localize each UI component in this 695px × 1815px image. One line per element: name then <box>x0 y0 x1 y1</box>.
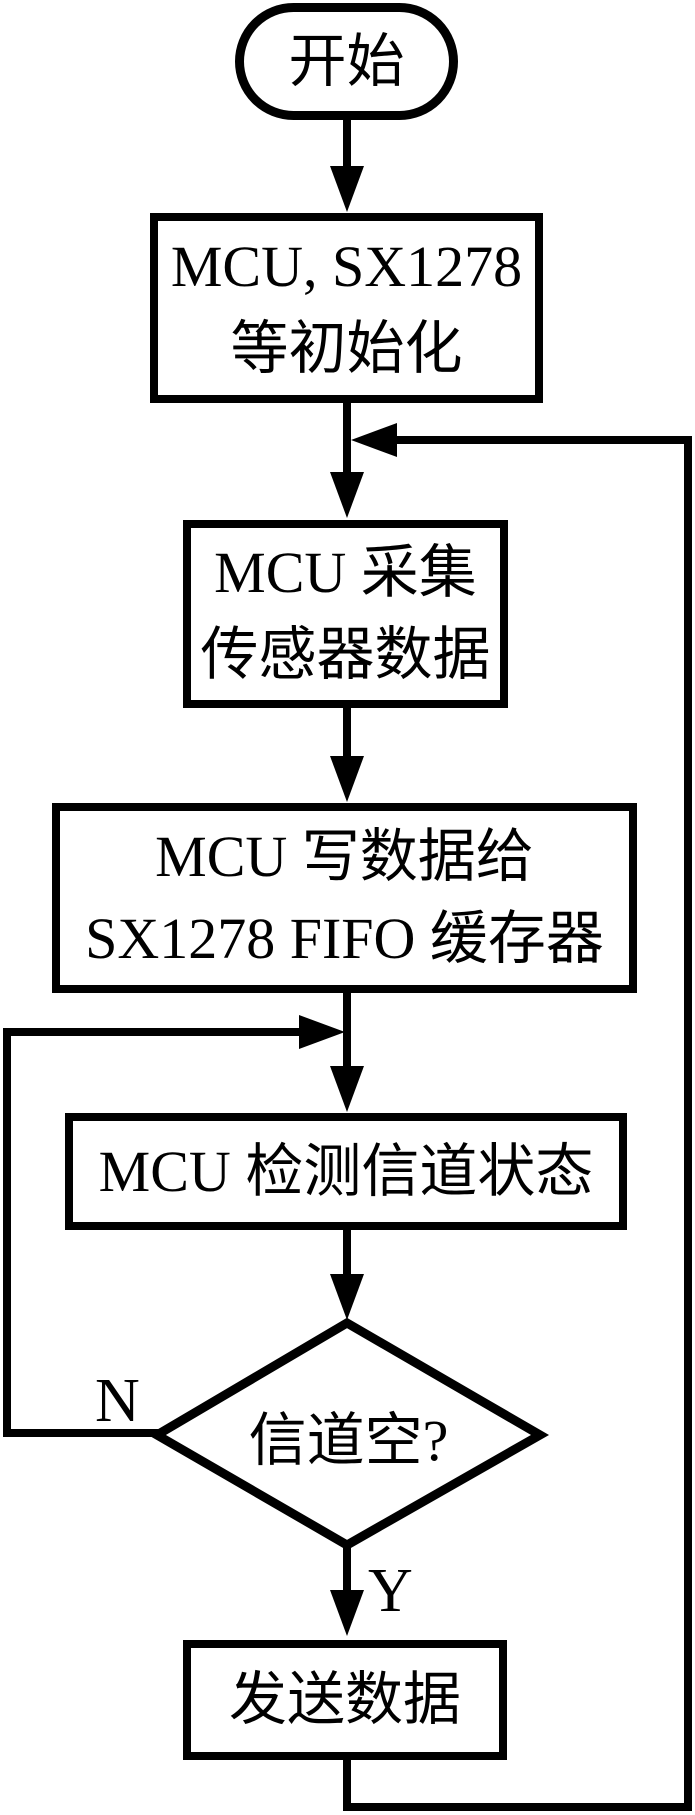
arrowhead-left-icon <box>351 423 397 457</box>
no-loop-entry-line <box>3 1028 303 1036</box>
detect-node: MCU 检测信道状态 <box>65 1113 627 1230</box>
arrowhead-down-icon <box>330 1590 364 1636</box>
detect-node-label: MCU 检测信道状态 <box>98 1138 594 1204</box>
feedback-loop-right-line <box>684 436 692 1811</box>
collect-node-line2: 传感器数据 <box>200 622 491 687</box>
send-node: 发送数据 <box>183 1640 507 1760</box>
arrowhead-down-icon <box>330 1066 364 1112</box>
no-branch-vertical-line <box>3 1028 11 1437</box>
write-node: MCU 写数据给 SX1278 FIFO 缓存器 <box>52 803 637 993</box>
decision-node-label: 信道空? <box>248 1408 449 1473</box>
init-node: MCU, SX1278 等初始化 <box>150 213 543 403</box>
connector-write-detect <box>343 993 351 1068</box>
init-node-line2: 等初始化 <box>230 316 463 381</box>
write-node-line1: MCU 写数据给 <box>155 824 534 889</box>
start-node-label: 开始 <box>288 28 405 94</box>
collect-node-label: MCU 采集 传感器数据 <box>200 532 490 696</box>
feedback-loop-bottom-line <box>343 1803 692 1811</box>
send-tail-line <box>343 1758 351 1811</box>
collect-node-line1: MCU 采集 <box>214 540 477 605</box>
collect-node: MCU 采集 传感器数据 <box>183 520 508 708</box>
init-node-label: MCU, SX1278 等初始化 <box>171 226 522 390</box>
connector-collect-write <box>343 708 351 758</box>
connector-decision-send <box>343 1545 351 1592</box>
connector-init-collect <box>343 403 351 474</box>
start-node: 开始 <box>235 3 458 120</box>
connector-detect-decision <box>343 1230 351 1276</box>
no-branch-horizontal-line <box>3 1429 159 1437</box>
send-node-label: 发送数据 <box>228 1667 461 1732</box>
arrowhead-down-icon <box>330 472 364 518</box>
arrowhead-down-icon <box>330 756 364 802</box>
connector-start-init <box>343 118 351 168</box>
write-node-label: MCU 写数据给 SX1278 FIFO 缓存器 <box>85 816 604 980</box>
init-node-line1: MCU, SX1278 <box>170 234 523 299</box>
write-node-line2: SX1278 FIFO 缓存器 <box>85 906 604 971</box>
arrowhead-right-icon <box>299 1015 345 1049</box>
feedback-loop-top-line <box>391 436 692 444</box>
arrowhead-down-icon <box>330 1274 364 1320</box>
edge-label-yes: Y <box>368 1557 413 1625</box>
edge-label-no: N <box>95 1367 140 1435</box>
arrowhead-down-icon <box>330 166 364 212</box>
